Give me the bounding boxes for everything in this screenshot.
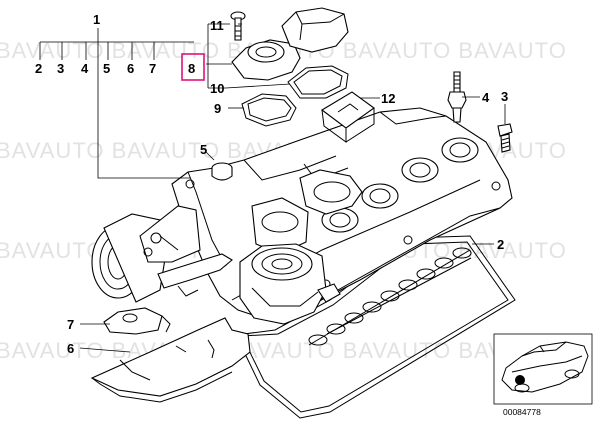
stud [447,71,467,123]
highlight-box [181,53,205,81]
callout-11: 11 [210,18,224,33]
callout-1: 1 [93,12,100,27]
heat-shield [90,317,251,403]
callouts: 1 2 3 4 5 6 7 8 11 10 9 12 5 4 3 2 7 6 [35,12,508,356]
callout-row-5: 5 [103,61,110,76]
callout-3: 3 [501,89,508,104]
throttle-body [91,205,233,303]
filler-cap [321,91,375,143]
callout-4: 4 [482,90,490,105]
callout-row-7: 7 [149,61,156,76]
callout-6: 6 [67,341,74,356]
callout-10: 10 [210,81,224,96]
o-ring [287,65,349,99]
car-locator-inset [493,333,593,405]
screw [230,11,246,41]
mounting-bolt [497,123,513,153]
callout-7: 7 [67,317,74,332]
gasket-ring-chain [308,247,472,346]
callout-row-6: 6 [127,61,134,76]
cap-plug [211,162,233,181]
pressure-control-valve [231,7,349,81]
figure-number: 00084778 [503,407,541,417]
callout-12: 12 [381,91,395,106]
callout-row-4: 4 [81,61,89,76]
callout-9: 9 [214,101,221,116]
separator-housing [239,243,341,325]
callout-row-2: 2 [35,61,42,76]
callout-row-3: 3 [57,61,64,76]
engine-location-marker [515,375,525,385]
seal-gasket [241,93,297,127]
leader-lines [39,23,506,353]
bracket [103,307,171,335]
callout-8: 8 [188,61,195,76]
watermark-row: BAVAUTO BAVAUTO BAVAUTO BAVAUTO BAVAUTO [0,338,567,363]
callout-2: 2 [497,237,504,252]
callout-5: 5 [200,142,207,157]
